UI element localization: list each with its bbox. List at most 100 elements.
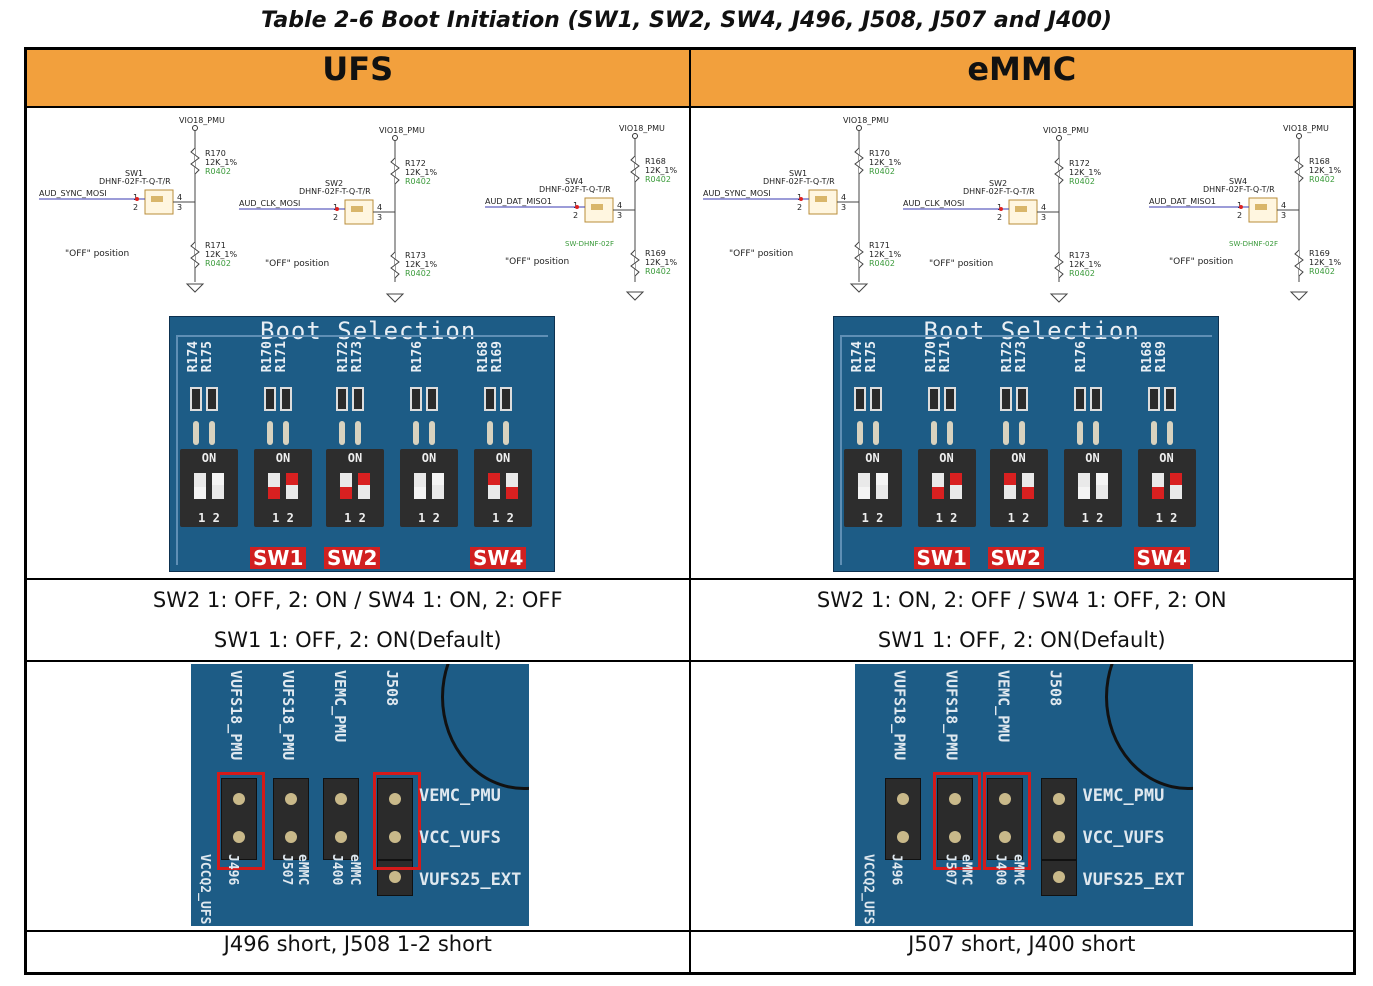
- resistor-bottom-value: 12K_1%: [205, 250, 238, 259]
- off-position-label: "OFF" position: [65, 249, 129, 259]
- resistor-bottom-value: 12K_1%: [869, 250, 902, 259]
- resistor-top-symbol: [630, 155, 640, 183]
- resistor-ref-label: R172: [999, 341, 1015, 373]
- switch-lead: [209, 421, 215, 445]
- switch-part: DHNF-02F-T-Q-T/R: [299, 187, 371, 196]
- resistor-bottom-value: 12K_1%: [1069, 260, 1102, 269]
- resistor-bottom-ref: R169: [645, 249, 666, 258]
- column-header-emmc: eMMC: [688, 47, 1356, 108]
- header-pin: [233, 793, 245, 805]
- switch-lead: [193, 421, 199, 445]
- silkscreen-bottom-label: eMMC: [1010, 854, 1026, 886]
- resistor-top-value: 12K_1%: [405, 168, 438, 177]
- resistor-bottom-ref: R171: [869, 241, 890, 250]
- resistor-bottom-package: R0402: [1309, 267, 1335, 276]
- off-position-label: "OFF" position: [1169, 257, 1233, 267]
- pin-header: [273, 778, 309, 860]
- resistor-bottom-package: R0402: [205, 259, 231, 268]
- dip-knob-2: [1021, 487, 1034, 499]
- dip-number-label: 1 2: [1081, 511, 1104, 525]
- boot-schematic: VIO18_PMUR17012K_1%R0402SW1DHNF-02F-T-Q-…: [702, 116, 1342, 303]
- switch-ref: SW2: [325, 179, 343, 188]
- ground-symbol: [625, 291, 645, 301]
- switch-label-sw1: SW1: [913, 547, 970, 569]
- header-pin: [335, 831, 347, 843]
- pin-header: [221, 778, 257, 860]
- resistor-top-value: 12K_1%: [1309, 166, 1342, 175]
- silkscreen-right-label: VCC_VUFS: [419, 828, 501, 848]
- resistor-ref-label: R169: [1153, 341, 1169, 373]
- resistor-pad: [264, 387, 276, 411]
- resistor-top-symbol: [1293, 155, 1304, 183]
- dip-number-label: 1 2: [861, 511, 884, 525]
- resistor-top-symbol: [390, 157, 400, 185]
- net-label: AUD_DAT_MISO1: [485, 197, 552, 206]
- dip-on-label: ON: [865, 451, 880, 465]
- net-junction: [998, 207, 1003, 211]
- dip-on-label: ON: [421, 451, 437, 465]
- dip-number-label: 1 2: [935, 511, 958, 525]
- silkscreen-bottom-label: VCCQ2_UFS: [860, 854, 876, 925]
- switch-actuator: [1254, 204, 1267, 210]
- off-position-label: "OFF" position: [929, 259, 993, 269]
- jumper-highlight-box: [373, 772, 421, 870]
- resistor-top-value: 12K_1%: [1069, 168, 1102, 177]
- switch-footprint: SW-DHNF-02F: [1229, 240, 1278, 248]
- emmc-settings-line1: SW2 1: ON, 2: OFF / SW4 1: OFF, 2: ON: [816, 588, 1227, 612]
- resistor-top-ref: R168: [645, 157, 666, 166]
- dip-knob-1: [1003, 473, 1016, 485]
- resistor-ref-label: R175: [200, 341, 215, 373]
- resistor-pad: [927, 387, 940, 411]
- emmc-settings-line2: SW1 1: OFF, 2: ON(Default): [877, 628, 1166, 652]
- resistor-top-package: R0402: [645, 175, 671, 184]
- supply-node: [192, 125, 198, 131]
- resistor-bottom-symbol: [853, 241, 864, 269]
- switch-part: DHNF-02F-T-Q-T/R: [539, 185, 611, 194]
- switch-lead: [1018, 421, 1025, 445]
- column-header-ufs: UFS: [24, 47, 691, 108]
- resistor-top-ref: R172: [1069, 159, 1090, 168]
- resistor-top-package: R0402: [869, 167, 895, 176]
- pin-number-4: 4: [617, 201, 622, 210]
- resistor-top-symbol: [853, 147, 864, 175]
- switch-lead: [1150, 421, 1157, 445]
- header-pin: [948, 793, 961, 805]
- jumper-highlight-box: [932, 772, 981, 870]
- boot-schematic: VIO18_PMUR17012K_1%R0402SW1DHNF-02F-T-Q-…: [39, 116, 678, 303]
- header-pin: [389, 831, 401, 843]
- switch-lead: [856, 421, 863, 445]
- settings-row: SW2 1: OFF, 2: ON / SW4 1: ON, 2: OFF SW…: [24, 578, 1356, 662]
- supply-node: [1295, 133, 1302, 139]
- dip-knob-2: [432, 473, 444, 485]
- net-junction: [575, 205, 579, 209]
- pin-header: [377, 860, 413, 896]
- dip-knob-2: [949, 473, 962, 485]
- switch-lead: [946, 421, 953, 445]
- supply-node: [1055, 135, 1062, 141]
- pin-header: [1040, 860, 1077, 896]
- pin-number-3: 3: [177, 203, 182, 212]
- resistor-pad: [853, 387, 866, 411]
- resistor-ref-label: R172: [336, 341, 351, 373]
- switch-part: DHNF-02F-T-Q-T/R: [1203, 185, 1275, 194]
- silkscreen-top-label: J508: [1046, 670, 1065, 707]
- dip-knob-1: [857, 487, 870, 499]
- silkscreen-bottom-label: eMMC: [347, 854, 362, 886]
- pin-number-2: 2: [1237, 211, 1242, 220]
- silkscreen-right-label: VCC_VUFS: [1082, 828, 1165, 848]
- ground-symbol: [849, 283, 868, 293]
- silkscreen-top-label: VUFS18_PMU: [279, 670, 297, 761]
- supply-node: [632, 133, 638, 139]
- switch-actuator: [814, 196, 827, 202]
- dip-knob-1: [414, 487, 426, 499]
